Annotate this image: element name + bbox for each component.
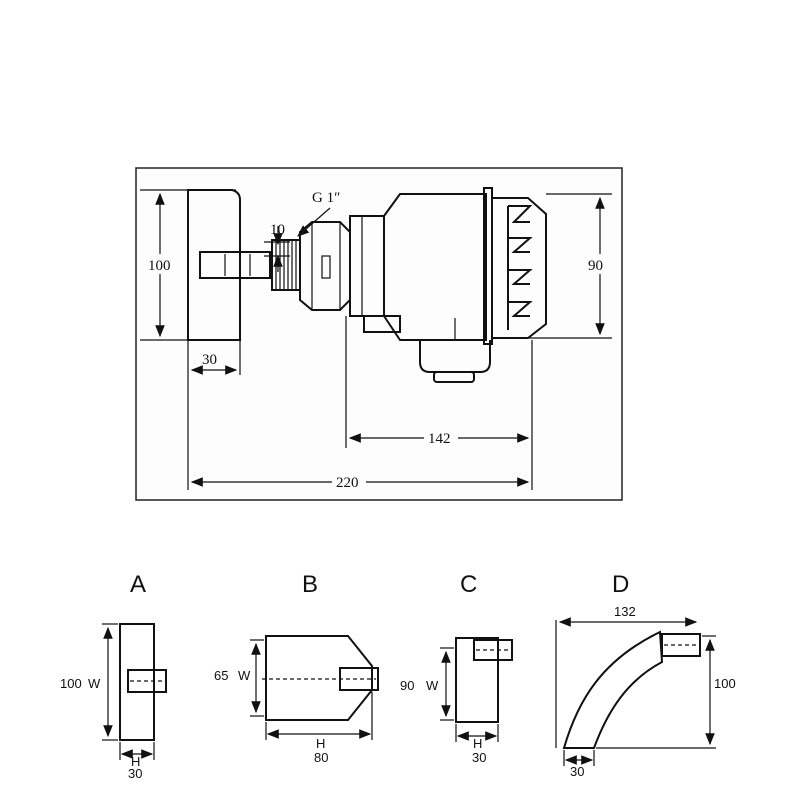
paddle-b: B 65 W H 80: [214, 571, 379, 765]
dim-total-length: 220: [336, 475, 359, 491]
paddle-b-letter: B: [302, 571, 318, 598]
paddle-c-letter: C: [460, 571, 477, 598]
shaft: [199, 251, 271, 279]
paddle-a-shaft: [127, 669, 167, 693]
paddle-d-height: 100: [714, 676, 736, 691]
housing: [383, 193, 487, 341]
paddle-b-width-sym: H: [316, 736, 325, 751]
paddle-d-letter: D: [612, 571, 629, 598]
dim-body-length: 142: [428, 431, 451, 447]
paddle-c-width-sym: H: [473, 736, 482, 751]
paddle-c-width: 30: [472, 750, 486, 765]
thread-label: G 1″: [312, 190, 340, 206]
paddle-a-letter: A: [130, 571, 146, 598]
paddle-a-plate: [119, 623, 155, 741]
dim-height-left: 100: [148, 258, 171, 274]
dim-paddle-width: 30: [202, 352, 217, 368]
paddle-c-plate: [455, 637, 499, 723]
paddle-d-shaft: [661, 633, 701, 657]
paddle-a-width: 30: [128, 766, 142, 781]
housing-cap: [491, 197, 547, 339]
cap-fins: [507, 205, 533, 330]
paddle-d-top: 132: [614, 604, 636, 619]
main-drawing: 100 10 G 1″ 90 30 142 220: [135, 167, 623, 501]
paddle-c-height: 90: [400, 678, 414, 693]
paddle-b-width: 80: [314, 750, 328, 765]
paddle-d: D 132 100 30: [555, 571, 736, 779]
paddle-d-width: 30: [570, 764, 584, 779]
dim-thread-length: 10: [270, 222, 285, 238]
paddle-a-height: 100: [60, 676, 82, 691]
paddle-a-width-sym: H: [131, 754, 140, 769]
dim-height-right: 90: [588, 258, 603, 274]
paddle-c-height-sym: W: [426, 678, 439, 693]
paddle-a-height-sym: W: [88, 676, 101, 691]
paddle-b-height: 65: [214, 668, 228, 683]
paddle-b-plate: [265, 635, 373, 721]
paddle-a: A 100 W H 30: [60, 571, 167, 781]
paddle-c: C 90 W H 30: [400, 571, 513, 765]
drawing-frame: [135, 167, 623, 501]
paddle-d-plate: [562, 630, 664, 749]
paddle-c-shaft: [473, 639, 513, 661]
paddle-b-height-sym: W: [238, 668, 251, 683]
